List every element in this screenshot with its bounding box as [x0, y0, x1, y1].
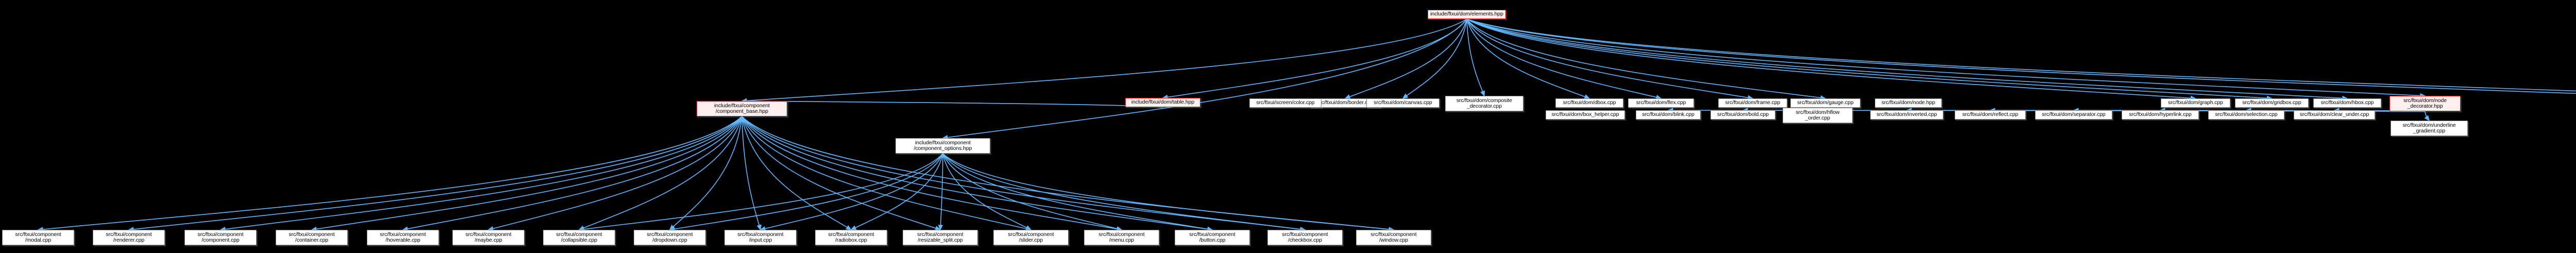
graph-node[interactable]: src/ftxui/dom/composite _decorator.cpp: [1445, 96, 1523, 111]
graph-node[interactable]: src/ftxui/dom/hyperlink.cpp: [2122, 110, 2199, 120]
graph-node[interactable]: src/ftxui/dom/node.hpp: [1875, 98, 1942, 108]
graph-node[interactable]: src/ftxui/component /menu.cpp: [1084, 230, 1159, 245]
graph-edge: [1402, 19, 1467, 99]
graph-node[interactable]: src/ftxui/component /slider.cpp: [993, 230, 1069, 245]
graph-edge: [942, 153, 1032, 230]
graph-edge: [219, 116, 742, 232]
graph-edge: [741, 116, 1213, 232]
graph-edge: [942, 153, 1395, 232]
graph-edge: [741, 116, 852, 230]
graph-node[interactable]: src/ftxui/component /window.cpp: [1356, 230, 1431, 245]
graph-edge: [37, 116, 742, 232]
graph-edge: [487, 116, 742, 231]
graph-node[interactable]: src/ftxui/component /maybe.cpp: [452, 230, 524, 245]
graph-edge: [741, 116, 1032, 231]
graph-edge: [2159, 108, 2426, 113]
graph-edge: [1466, 19, 1754, 100]
graph-node[interactable]: src/ftxui/component /button.cpp: [1175, 230, 1250, 245]
graph-edge: [741, 116, 1123, 232]
graph-edge: [942, 153, 1306, 232]
graph-node[interactable]: src/ftxui/component /renderer.cpp: [93, 230, 165, 245]
graph-node[interactable]: src/ftxui/component /component.cpp: [184, 230, 257, 245]
graph-edge: [942, 153, 1123, 231]
graph-node[interactable]: include/ftxui/dom/table.hpp: [1125, 98, 1200, 107]
graph-edge: [402, 116, 742, 231]
graph-edge: [741, 116, 762, 231]
graph-node[interactable]: src/ftxui/component /checkbox.cpp: [1267, 230, 1343, 245]
graph-edge: [1466, 19, 2348, 101]
graph-edge: [938, 153, 943, 231]
graph-node[interactable]: src/ftxui/dom/node _decorator.hpp: [2389, 96, 2461, 111]
graph-node[interactable]: src/ftxui/dom/gridbox.cpp: [2235, 98, 2309, 108]
graph-node[interactable]: src/ftxui/dom/clear_under.cpp: [2294, 110, 2375, 120]
graph-node[interactable]: src/ftxui/dom/blink.cpp: [1636, 110, 1701, 120]
graph-node[interactable]: include/ftxui/component /component_base.…: [697, 101, 787, 116]
graph-edge: [1466, 19, 1590, 99]
graph-node[interactable]: src/ftxui/component /dropdown.cpp: [634, 230, 706, 245]
graph-edge: [741, 98, 1163, 108]
graph-node[interactable]: src/ftxui/dom/bold.cpp: [1710, 110, 1775, 120]
graph-edge: [1466, 19, 2426, 98]
graph-edge: [578, 116, 742, 230]
graph-node[interactable]: src/ftxui/dom/reflect.cpp: [1955, 110, 2026, 120]
graph-edge: [741, 116, 1306, 232]
graph-edge: [942, 153, 1213, 232]
graph-node[interactable]: src/ftxui/dom/frame.cpp: [1718, 98, 1787, 108]
graph-node[interactable]: src/ftxui/dom/hbox.cpp: [2313, 98, 2381, 108]
graph-edge: [2424, 111, 2430, 122]
graph-node[interactable]: src/ftxui/dom/selection.cpp: [2208, 110, 2284, 120]
graph-edge: [850, 153, 943, 230]
graph-node[interactable]: src/ftxui/dom/underline _gradient.cpp: [2391, 121, 2468, 136]
graph-edge: [311, 116, 742, 232]
graph-node[interactable]: src/ftxui/dom/inverted.cpp: [1870, 110, 1943, 120]
graph-node[interactable]: include/ftxui/component /component_optio…: [895, 138, 990, 154]
graph-node[interactable]: src/ftxui/component /container.cpp: [276, 230, 348, 245]
graph-edge: [1466, 19, 1485, 97]
graph-node[interactable]: src/ftxui/dom/hflow _order.cpp: [1783, 108, 1853, 123]
graph-node[interactable]: src/ftxui/component /resizable_split.cpp: [903, 230, 978, 245]
graph-edge: [578, 153, 943, 232]
graph-node[interactable]: include/ftxui/dom/elements.hpp: [1428, 10, 1506, 19]
graph-node[interactable]: src/ftxui/dom/canvas.cpp: [1366, 98, 1439, 108]
graph-node[interactable]: src/ftxui/component /collapsible.cpp: [543, 230, 615, 245]
graph-edge: [1466, 19, 2576, 92]
graph-edge: [1344, 19, 1467, 99]
graph-node[interactable]: src/ftxui/component /hoverable.cpp: [367, 230, 439, 245]
graph-edge: [669, 116, 742, 231]
graph-edge: [128, 116, 742, 232]
graph-node[interactable]: src/ftxui/component /modal.cpp: [2, 230, 74, 245]
graph-node[interactable]: src/ftxui/dom/dbox.cpp: [1555, 98, 1623, 108]
graph-edge: [942, 19, 1467, 140]
graph-node[interactable]: src/ftxui/dom/flex.cpp: [1628, 98, 1694, 108]
graph-edge: [1466, 19, 2273, 101]
graph-node[interactable]: src/ftxui/dom/separator.cpp: [2035, 110, 2112, 120]
graph-node[interactable]: src/ftxui/component /input.cpp: [724, 230, 796, 245]
graph-edge: [1466, 19, 1662, 100]
graph-edge: [759, 153, 943, 231]
graph-edge: [1466, 19, 2197, 101]
graph-node[interactable]: src/ftxui/dom/box_helper.cpp: [1546, 110, 1625, 120]
graph-edge: [741, 19, 1467, 104]
graph-edge: [1162, 19, 1467, 100]
graph-edge: [741, 116, 941, 231]
graph-node[interactable]: src/ftxui/dom/gauge.cpp: [1790, 98, 1860, 108]
graph-node[interactable]: src/ftxui/screen/color.cpp: [1249, 98, 1321, 108]
graph-edge: [1466, 19, 2576, 94]
graph-edge: [669, 153, 943, 232]
graph-node[interactable]: src/ftxui/dom/graph.cpp: [2161, 98, 2230, 108]
graph-node[interactable]: src/ftxui/component /radiobox.cpp: [815, 230, 887, 245]
graph-edge: [741, 116, 1395, 232]
graph-edge: [1466, 19, 1826, 100]
